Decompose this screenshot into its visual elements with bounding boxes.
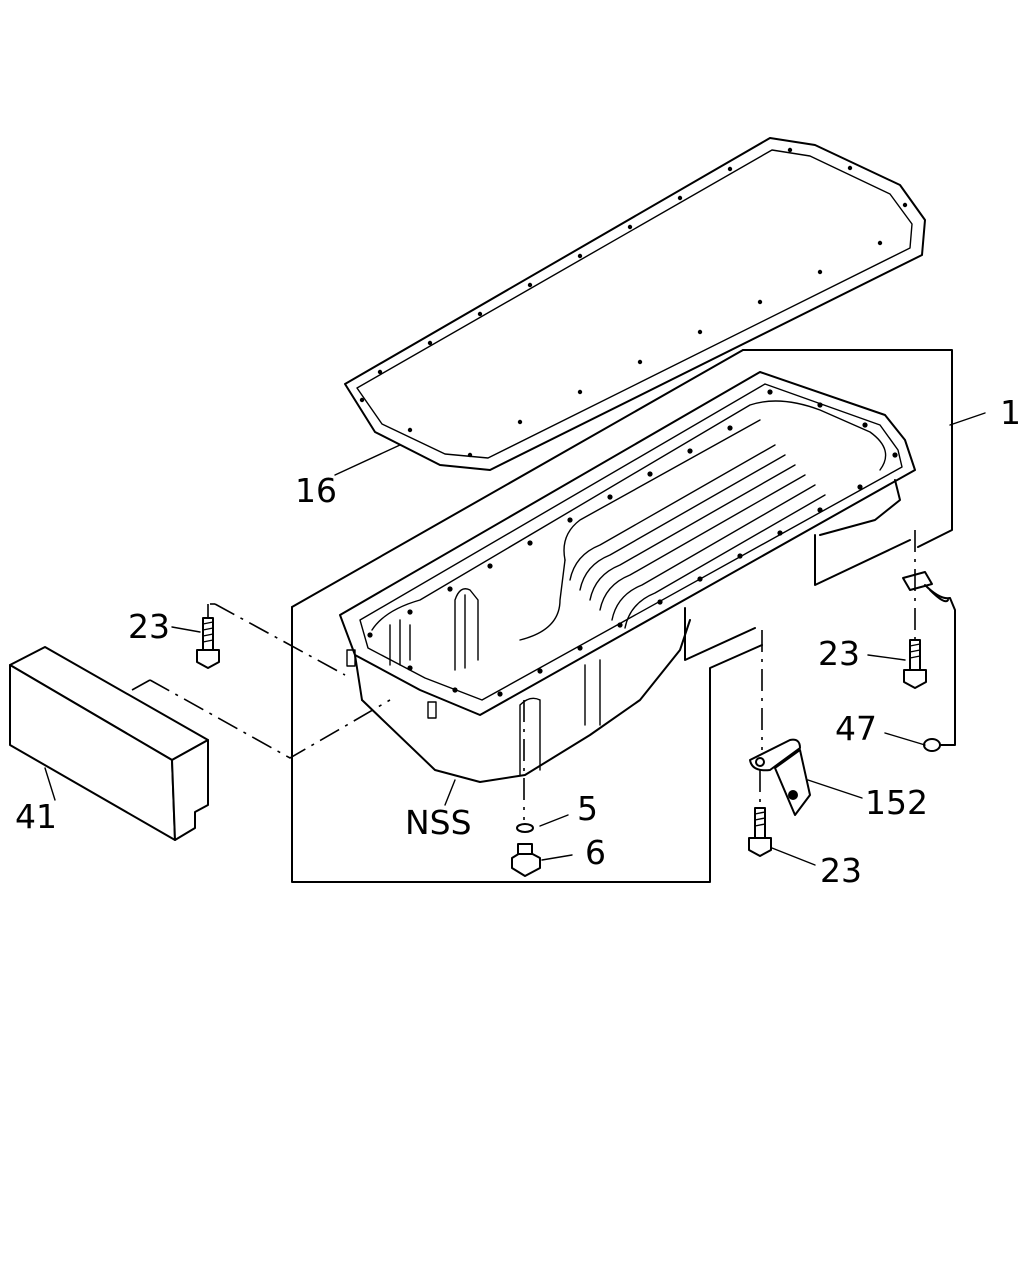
bracket-152 (749, 738, 811, 816)
oil-pan (339, 371, 916, 783)
part-label-16: 16 (295, 471, 337, 510)
part-label-152: 152 (865, 783, 928, 822)
gasket-bolt-holes (359, 147, 908, 458)
drain-washer (516, 823, 534, 833)
bolt-23-right (903, 639, 927, 689)
part-label-nss: NSS (405, 803, 472, 842)
part-label-47: 47 (835, 709, 877, 748)
part-label-23-right: 23 (818, 634, 860, 673)
part-label-1: 1 (1000, 393, 1021, 432)
part-label-41: 41 (15, 797, 57, 836)
bolt-23-bottom (748, 807, 772, 857)
part-label-6: 6 (585, 833, 606, 872)
part-label-23-bottom: 23 (820, 851, 862, 890)
oil-pan-bolt-holes (367, 389, 898, 697)
part-label-5: 5 (577, 789, 598, 828)
cover-block (9, 646, 209, 841)
assembly-bracket-outline (291, 349, 953, 883)
level-gauge-tube (902, 571, 956, 752)
leader-lines (44, 412, 986, 866)
drain-plug (511, 843, 541, 877)
oil-pan-fins (569, 444, 826, 629)
bolt-23-left (196, 617, 220, 669)
part-label-23-left: 23 (128, 607, 170, 646)
assembly-lines (131, 530, 916, 820)
part-labels: 1 16 23 23 47 152 23 41 NSS 5 6 (15, 393, 1021, 890)
oil-pan-gasket (344, 137, 926, 471)
